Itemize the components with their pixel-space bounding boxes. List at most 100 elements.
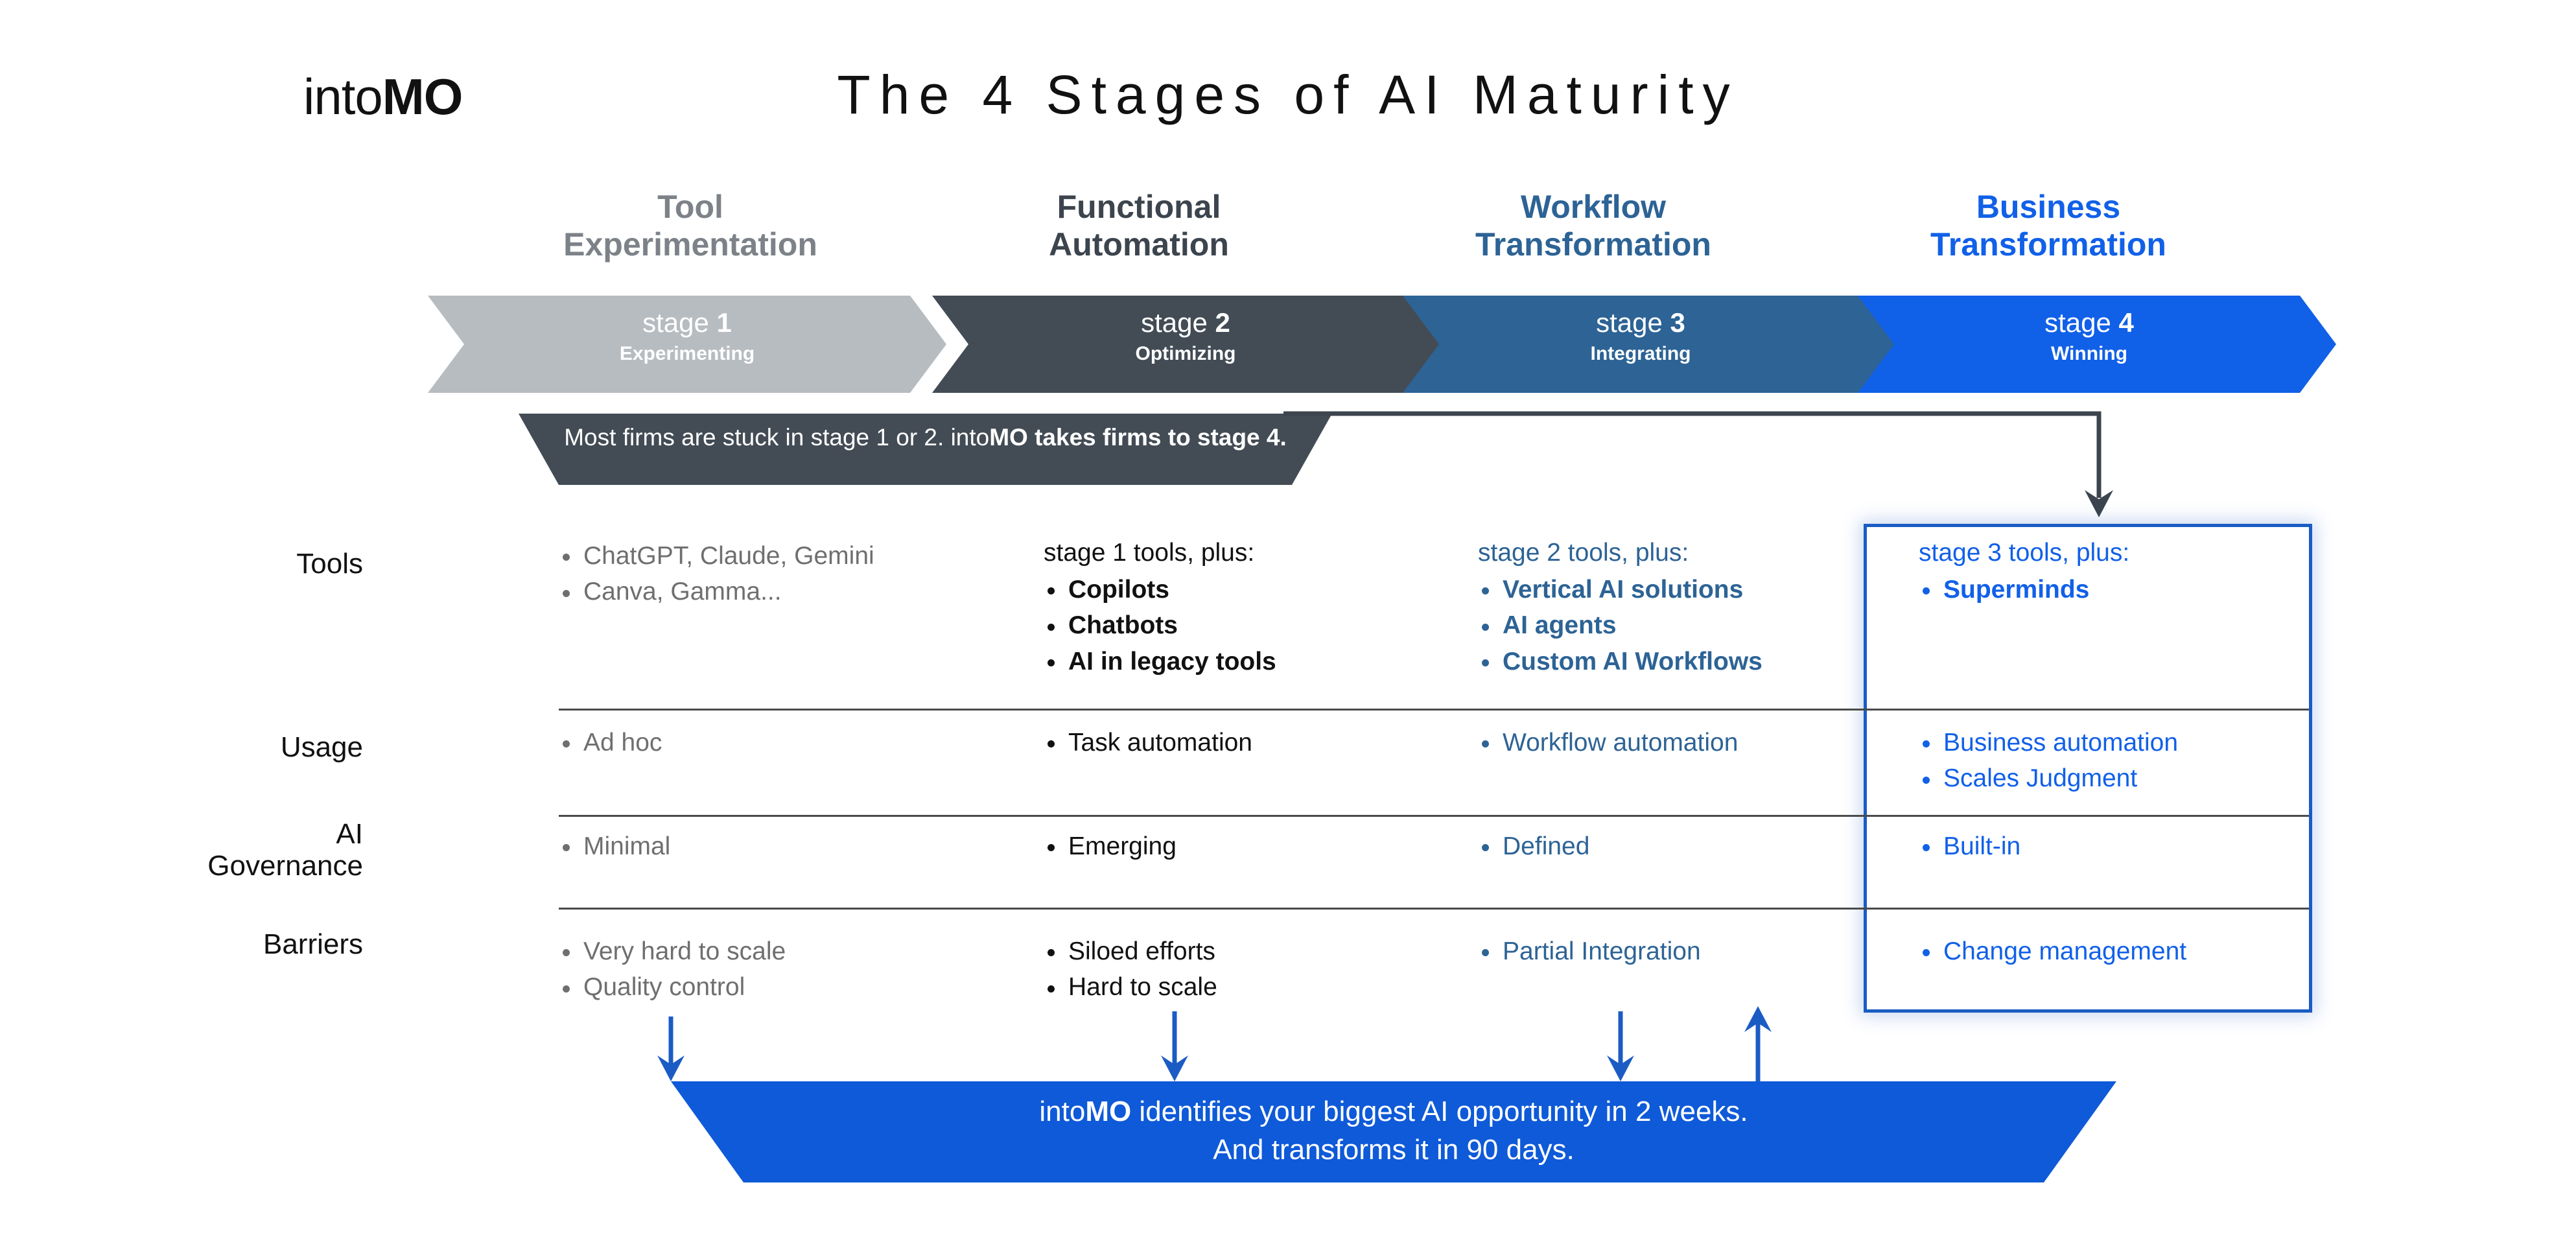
callout-connector-arrow bbox=[1283, 411, 2113, 517]
brand-logo: intoMO bbox=[303, 68, 463, 125]
stage-heading-4-line2: Transformation bbox=[1930, 226, 2166, 263]
row-label-barriers: Barriers bbox=[263, 928, 363, 960]
stage-chevron-1[interactable]: stage 1 Experimenting bbox=[428, 296, 946, 393]
cell-list: Change management bbox=[1919, 934, 2186, 969]
down-arrow-icon-2 bbox=[1161, 1055, 1188, 1081]
stage-heading-4-line1: Business bbox=[1976, 189, 2121, 225]
list-item: Canva, Gamma... bbox=[559, 574, 874, 609]
stage-heading-3: Workflow Transformation bbox=[1386, 188, 1801, 263]
page-title: The 4 Stages of AI Maturity bbox=[837, 64, 1739, 125]
row-divider-1 bbox=[559, 709, 2309, 711]
cell-list: Superminds bbox=[1919, 572, 2129, 607]
stage-chevron-4[interactable]: stage 4 Winning bbox=[1842, 296, 2336, 393]
stage-chevron-4-state: Winning bbox=[2050, 343, 2128, 365]
bottom-arrows bbox=[657, 1006, 1772, 1081]
list-item: Task automation bbox=[1044, 725, 1252, 760]
matrix-cell-ai-governance-stage-1: Minimal bbox=[559, 829, 670, 864]
stage-4-highlight-box bbox=[1864, 524, 2312, 1013]
down-arrow-icon-3 bbox=[1607, 1055, 1634, 1081]
list-item: AI in legacy tools bbox=[1044, 644, 1276, 679]
list-item: Business automation bbox=[1919, 725, 2178, 760]
list-item: Built-in bbox=[1919, 829, 2020, 864]
list-item: Ad hoc bbox=[559, 725, 662, 760]
cell-list: Built-in bbox=[1919, 829, 2020, 864]
list-item: Minimal bbox=[559, 829, 670, 864]
matrix-cell-usage-stage-1: Ad hoc bbox=[559, 725, 662, 760]
list-item: Hard to scale bbox=[1044, 969, 1217, 1005]
bottom-banner-line-2: And transforms it in 90 days. bbox=[1213, 1133, 1575, 1166]
row-label-tools: Tools bbox=[296, 548, 363, 580]
list-item: Change management bbox=[1919, 934, 2186, 969]
list-item: Emerging bbox=[1044, 829, 1177, 864]
stage-chevron-1-state: Experimenting bbox=[619, 343, 755, 365]
callout-banner: Most firms are stuck in stage 1 or 2. in… bbox=[519, 414, 1332, 485]
cell-list: Defined bbox=[1478, 829, 1589, 864]
stage-heading-3-line1: Workflow bbox=[1520, 189, 1667, 225]
logo-bold-part: MO bbox=[382, 68, 463, 125]
matrix-cell-barriers-stage-4: Change management bbox=[1919, 934, 2186, 969]
list-item: Defined bbox=[1478, 829, 1589, 864]
matrix-cell-tools-stage-3: stage 2 tools, plus: Vertical AI solution… bbox=[1478, 538, 1762, 679]
cell-list: Emerging bbox=[1044, 829, 1177, 864]
list-item: Workflow automation bbox=[1478, 725, 1738, 760]
logo-light-part: into bbox=[303, 68, 383, 125]
matrix-cell-usage-stage-3: Workflow automation bbox=[1478, 725, 1738, 760]
list-item: Quality control bbox=[559, 969, 786, 1005]
row-label-usage: Usage bbox=[280, 731, 363, 763]
stage-heading-1-line2: Experimentation bbox=[563, 226, 817, 263]
list-item: Vertical AI solutions bbox=[1478, 572, 1762, 607]
stage-heading-1: Tool Experimentation bbox=[483, 188, 898, 263]
matrix-cell-barriers-stage-3: Partial Integration bbox=[1478, 934, 1701, 969]
stage-chevron-3-state: Integrating bbox=[1590, 343, 1691, 365]
matrix-cell-ai-governance-stage-2: Emerging bbox=[1044, 829, 1177, 864]
stage-chevron-2-label: stage 2 bbox=[1141, 307, 1230, 338]
stage-chevron-2[interactable]: stage 2 Optimizing bbox=[932, 296, 1439, 393]
stage-chevron-2-state: Optimizing bbox=[1135, 343, 1236, 365]
cell-lead-text: stage 3 tools, plus: bbox=[1919, 539, 2130, 567]
row-divider-3 bbox=[559, 908, 2309, 910]
bottom-cta-banner: intoMO identifies your biggest AI opport… bbox=[671, 1081, 2116, 1182]
cell-lead-text: stage 2 tools, plus: bbox=[1478, 539, 1689, 567]
stage-chevron-3-label: stage 3 bbox=[1596, 307, 1685, 338]
matrix-cell-ai-governance-stage-3: Defined bbox=[1478, 829, 1589, 864]
stage-heading-3-line2: Transformation bbox=[1475, 226, 1711, 263]
callout-line-1: Most firms are stuck in stage 1 or 2. bbox=[564, 424, 944, 451]
cell-list: Ad hoc bbox=[559, 725, 662, 760]
list-item: Chatbots bbox=[1044, 607, 1276, 643]
matrix-cell-tools-stage-4: stage 3 tools, plus: Superminds bbox=[1919, 538, 2129, 607]
up-arrow-icon-1 bbox=[1744, 1006, 1772, 1032]
matrix-cell-ai-governance-stage-4: Built-in bbox=[1919, 829, 2020, 864]
stage-chevron-1-label: stage 1 bbox=[642, 307, 732, 338]
list-item: ChatGPT, Claude, Gemini bbox=[559, 538, 874, 574]
stage-heading-2: Functional Automation bbox=[931, 188, 1346, 263]
list-item: Scales Judgment bbox=[1919, 760, 2178, 796]
down-arrow-icon-1 bbox=[657, 1055, 685, 1081]
stage-heading-2-line1: Functional bbox=[1057, 189, 1221, 225]
cell-list: Minimal bbox=[559, 829, 670, 864]
cell-list: Partial Integration bbox=[1478, 934, 1701, 969]
list-item: Superminds bbox=[1919, 572, 2129, 607]
list-item: AI agents bbox=[1478, 607, 1762, 643]
stage-heading-4: Business Transformation bbox=[1841, 188, 2256, 263]
list-item: Siloed efforts bbox=[1044, 934, 1217, 969]
stage-chevron-4-label: stage 4 bbox=[2044, 307, 2134, 338]
callout-line-2: intoMO takes firms to stage 4. bbox=[950, 424, 1287, 451]
stage-chevron-3[interactable]: stage 3 Integrating bbox=[1387, 296, 1894, 393]
row-label-ai-governance: AI Governance bbox=[207, 818, 363, 882]
matrix-cell-usage-stage-2: Task automation bbox=[1044, 725, 1252, 760]
list-item: Custom AI Workflows bbox=[1478, 644, 1762, 679]
cell-list: Task automation bbox=[1044, 725, 1252, 760]
bottom-banner-line-1: intoMO identifies your biggest AI opport… bbox=[1039, 1096, 1748, 1127]
list-item: Partial Integration bbox=[1478, 934, 1701, 969]
